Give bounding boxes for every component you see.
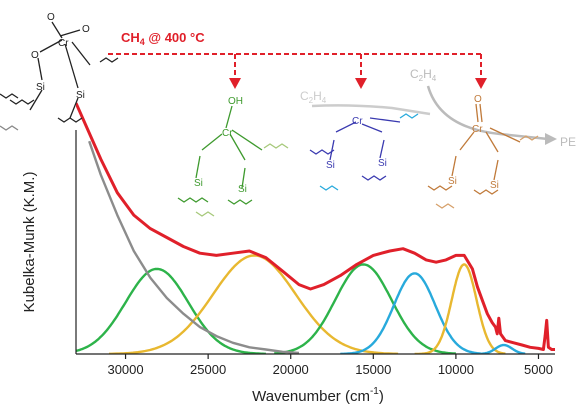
ch4-condition: @ 400 °C — [145, 30, 205, 45]
series-line-7 — [479, 343, 527, 354]
ch4-arrowhead-3 — [475, 78, 487, 89]
cr-oxo-o-label: O — [474, 94, 482, 105]
pe-label: PE — [560, 135, 576, 149]
ch4-label: CH4 @ 400 °C — [121, 30, 205, 47]
structure-chromate-black: Cr O O O Si Si — [0, 12, 119, 131]
ch4-arrowhead-1 — [229, 78, 241, 89]
ch4-label-sub: 4 — [140, 37, 145, 47]
series-line-5 — [340, 272, 481, 354]
c2h4-label-2-sub-b: 4 — [432, 74, 437, 83]
c2h4-label-2: C2H4 — [410, 67, 437, 83]
series-line-6 — [414, 263, 506, 354]
ethylene-annotation: C2H4 C2H4 PE — [300, 67, 576, 149]
ch4-label-main: CH — [121, 30, 140, 45]
c2h4-label-1-sub-b: 4 — [322, 96, 327, 105]
pe-arrow — [426, 85, 549, 141]
cr-blue-si-2: Si — [378, 158, 387, 169]
structure-cr-blue: Cr Si Si — [309, 113, 419, 191]
c2h4-label-1-c: C — [300, 89, 309, 103]
x-tick-label: 25000 — [190, 362, 226, 377]
cr-blue-si-1: Si — [326, 160, 335, 171]
series-line-1 — [88, 140, 300, 354]
cr-oh-label: OH — [228, 96, 243, 107]
c2h4-label-2-sub-a: 2 — [419, 74, 424, 83]
c2h4-label-2-h: H — [423, 67, 432, 81]
pe-arrowhead — [545, 133, 557, 145]
chromate-o-1: O — [47, 12, 55, 23]
x-tick-label: 20000 — [273, 362, 309, 377]
x-axis-label: Wavenumber (cm-1) — [252, 386, 384, 405]
chromate-si-2: Si — [76, 90, 85, 101]
c2h4-label-1-h: H — [313, 89, 322, 103]
c2h4-label-1-sub-a: 2 — [309, 96, 314, 105]
cr-blue-cr-label: Cr — [352, 116, 363, 127]
c2h4-label-1: C2H4 — [300, 89, 327, 105]
x-tick-label: 30000 — [107, 362, 143, 377]
ch4-annotation: CH4 @ 400 °C — [108, 30, 487, 89]
cr-oxo-si-1: Si — [448, 176, 457, 187]
series-line-4 — [274, 263, 456, 354]
ch4-arrowhead-2 — [355, 78, 367, 89]
x-axis-label-close: ) — [379, 388, 384, 405]
c2h4-label-2-c: C — [410, 67, 419, 81]
cr-oxo-si-2: Si — [490, 180, 499, 191]
y-axis-label: Kubelka-Munk (K.M.) — [21, 172, 38, 313]
x-tick-label: 5000 — [524, 362, 553, 377]
series-line-3 — [109, 254, 399, 354]
x-axis-label-main: Wavenumber (cm — [252, 388, 370, 405]
chromate-o-2: O — [82, 24, 90, 35]
c2h4-arrow-1 — [311, 104, 431, 116]
cr-oh-si-1: Si — [194, 178, 203, 189]
spectrum-curves — [76, 102, 555, 354]
chromate-o-3: O — [31, 50, 39, 61]
x-axis-ticks: 30000 25000 20000 15000 10000 5000 — [107, 354, 553, 377]
series-line-0 — [76, 102, 555, 351]
x-tick-label: 10000 — [438, 362, 474, 377]
structure-cr-oxo-brown: O Cr Si Si — [427, 94, 539, 209]
chromate-si-1: Si — [36, 82, 45, 93]
chromate-cr-label: Cr — [58, 38, 69, 49]
cr-oh-si-2: Si — [238, 184, 247, 195]
x-tick-label: 15000 — [355, 362, 391, 377]
x-axis-label-sup: -1 — [370, 386, 379, 397]
series-line-2 — [76, 267, 266, 354]
cr-oh-cr-label: Cr — [222, 128, 233, 139]
structure-cr-hydroxide-green: OH Cr Si Si — [177, 96, 289, 217]
cr-oxo-cr-label: Cr — [472, 124, 483, 135]
